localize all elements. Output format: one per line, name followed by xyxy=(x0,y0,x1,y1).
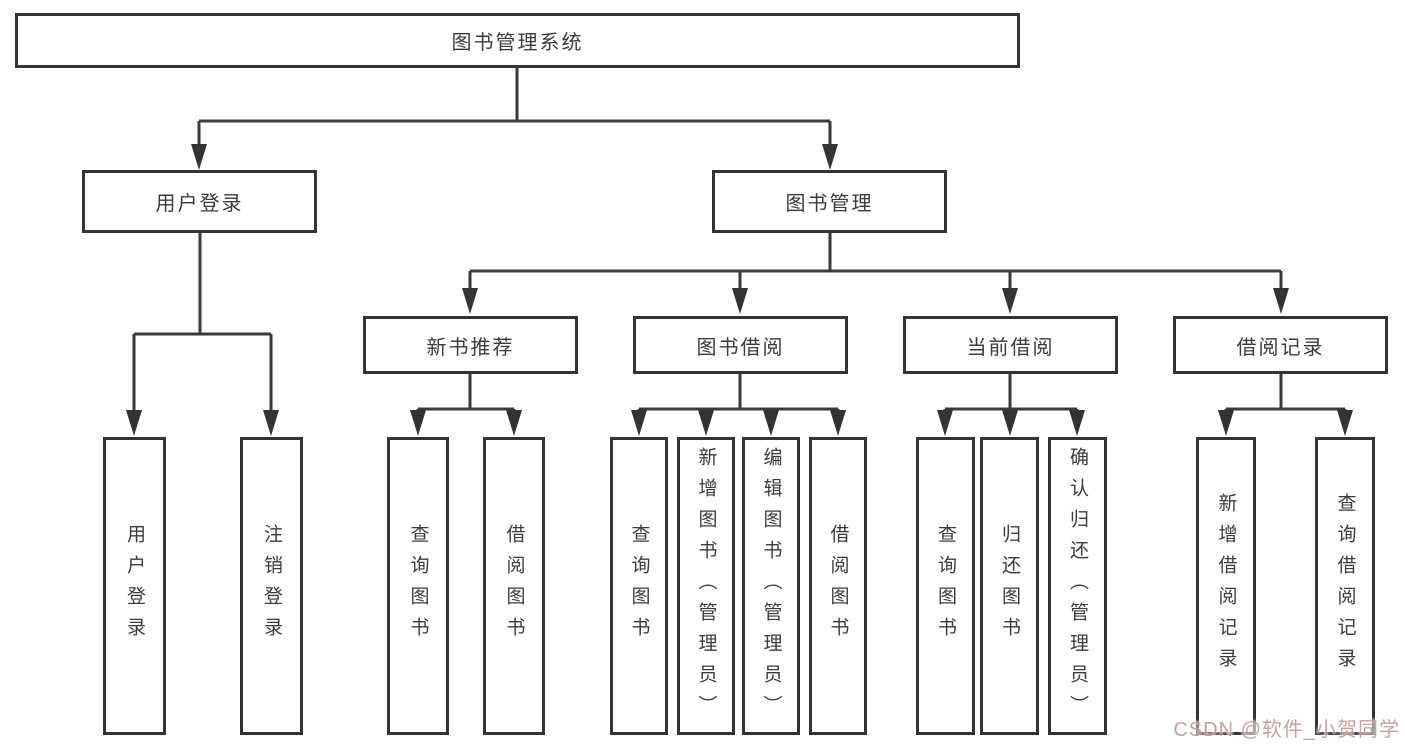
leaf-label: 确认归还（管理员） xyxy=(1067,446,1088,726)
node-label: 借阅记录 xyxy=(1236,336,1325,359)
leaf-label: 查询借阅记录 xyxy=(1334,493,1356,679)
node-label: 用户登录 xyxy=(155,193,244,215)
leaf-query-books-current: 查询图书 xyxy=(916,437,975,735)
leaf-label: 注销登录 xyxy=(261,524,282,648)
leaf-label: 查询图书 xyxy=(407,524,429,648)
node-label: 当前借阅 xyxy=(966,336,1055,359)
leaf-add-borrow-record: 新增借阅记录 xyxy=(1196,437,1256,735)
leaf-query-books-recommend: 查询图书 xyxy=(387,437,449,735)
node-label: 图书借阅 xyxy=(696,336,785,359)
leaf-label: 借阅图书 xyxy=(503,524,525,648)
leaf-label: 查询图书 xyxy=(628,524,650,648)
leaf-label: 新增借阅记录 xyxy=(1215,493,1237,679)
leaf-edit-books-admin: 编辑图书（管理员） xyxy=(742,437,800,735)
arrowhead-icons xyxy=(126,144,1353,436)
node-label: 新书推荐 xyxy=(426,336,515,359)
node-label: 图书管理系统 xyxy=(451,32,584,54)
leaf-confirm-return-admin: 确认归还（管理员） xyxy=(1048,437,1107,735)
leaf-label: 编辑图书（管理员） xyxy=(760,446,782,726)
node-book-borrowing: 图书借阅 xyxy=(633,316,848,374)
node-root-library-management-system: 图书管理系统 xyxy=(15,13,1020,68)
leaf-borrow-books: 借阅图书 xyxy=(809,437,867,735)
csdn-watermark: CSDN @软件_小贺同学 xyxy=(1173,719,1400,741)
node-user-login: 用户登录 xyxy=(82,170,317,233)
node-label: 图书管理 xyxy=(785,193,874,215)
leaf-return-books: 归还图书 xyxy=(980,437,1039,735)
leaf-label: 归还图书 xyxy=(999,524,1020,648)
leaf-borrow-books-recommend: 借阅图书 xyxy=(483,437,545,735)
leaf-label: 查询图书 xyxy=(935,524,956,648)
leaf-query-books-borrow: 查询图书 xyxy=(610,437,668,735)
leaf-label: 借阅图书 xyxy=(827,524,849,648)
node-book-management: 图书管理 xyxy=(712,170,947,233)
leaf-logout: 注销登录 xyxy=(240,437,303,735)
leaf-label: 用户登录 xyxy=(124,524,145,648)
node-new-book-recommendation: 新书推荐 xyxy=(363,316,578,374)
node-current-borrowing: 当前借阅 xyxy=(903,316,1118,374)
leaf-label: 新增图书（管理员） xyxy=(695,446,717,726)
leaf-query-borrow-record: 查询借阅记录 xyxy=(1315,437,1375,735)
leaf-user-login: 用户登录 xyxy=(103,437,166,735)
node-borrowing-records: 借阅记录 xyxy=(1173,316,1388,374)
leaf-add-books-admin: 新增图书（管理员） xyxy=(677,437,735,735)
